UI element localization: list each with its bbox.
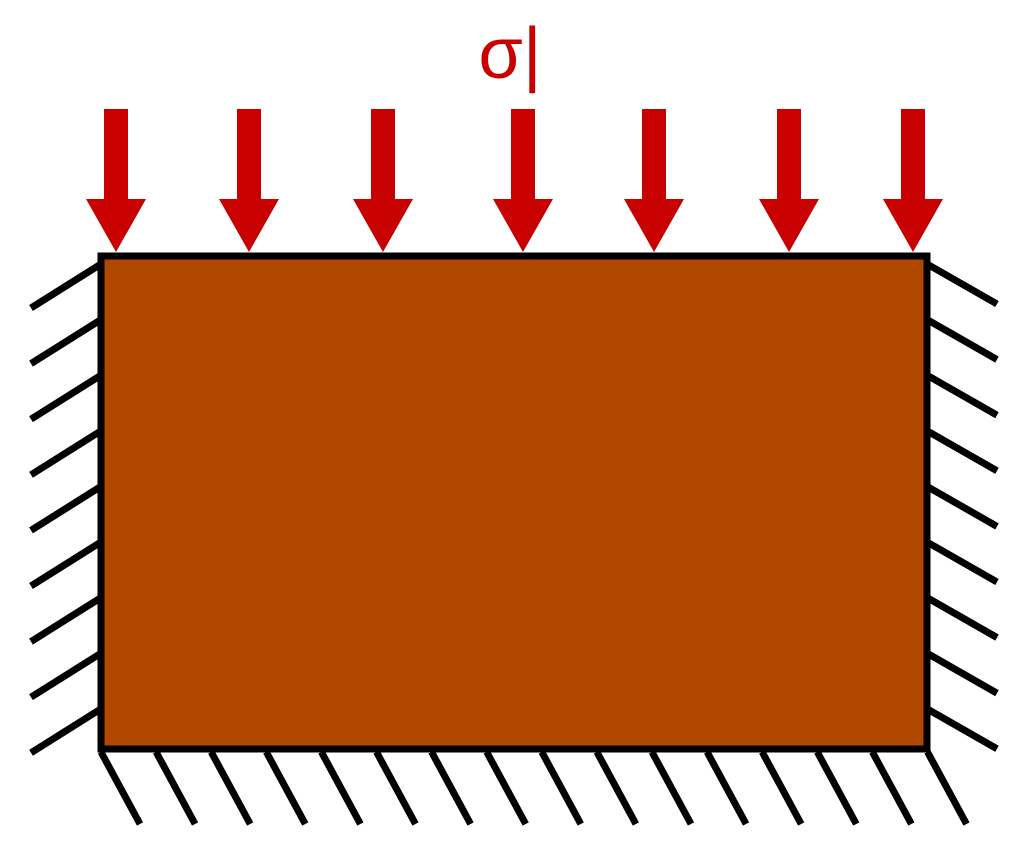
load-arrow (493, 109, 553, 252)
load-arrows (86, 109, 943, 252)
bottom-fixed-support (97, 750, 970, 826)
left-support-hatch (29, 372, 103, 423)
loaded-block (97, 252, 931, 753)
bottom-support-hatch (483, 750, 529, 826)
bottom-support-hatch (704, 750, 750, 826)
bottom-support-hatch (373, 750, 419, 826)
left-support-hatch (29, 650, 103, 701)
left-support-hatch (29, 261, 103, 311)
right-fixed-support (925, 260, 999, 752)
right-support-hatch (925, 316, 999, 363)
right-support-hatch (925, 650, 999, 697)
load-arrow (219, 109, 279, 252)
left-fixed-support (29, 261, 103, 756)
load-arrow (883, 109, 943, 252)
right-support-hatch (925, 372, 999, 419)
left-support-hatch (29, 427, 103, 478)
right-support-hatch (925, 483, 999, 530)
bottom-support-hatch (924, 750, 970, 826)
bottom-support-hatch (153, 750, 199, 826)
right-support-hatch (925, 594, 999, 641)
bottom-support-hatch (97, 750, 144, 826)
bottom-support-hatch (593, 750, 639, 826)
bottom-support-hatch (208, 750, 254, 826)
bottom-support-hatch (263, 750, 309, 826)
bottom-support-hatch (869, 750, 915, 826)
right-support-hatch (925, 260, 999, 308)
load-label: σ| (478, 14, 541, 94)
load-arrow (759, 109, 819, 252)
left-support-hatch (29, 594, 103, 645)
left-support-hatch (29, 316, 103, 367)
right-support-hatch (925, 705, 999, 752)
load-arrow (624, 109, 684, 252)
bottom-support-hatch (814, 750, 860, 826)
right-support-hatch (925, 538, 999, 586)
load-arrow (86, 109, 146, 252)
left-support-hatch (29, 705, 103, 756)
bottom-support-hatch (538, 750, 584, 826)
left-support-hatch (29, 483, 103, 534)
bottom-support-hatch (648, 750, 695, 826)
right-support-hatch (925, 427, 999, 474)
bottom-support-hatch (759, 750, 805, 826)
left-support-hatch (29, 539, 103, 589)
bottom-support-hatch (318, 750, 364, 826)
bottom-support-hatch (428, 750, 474, 826)
load-arrow (353, 109, 413, 252)
